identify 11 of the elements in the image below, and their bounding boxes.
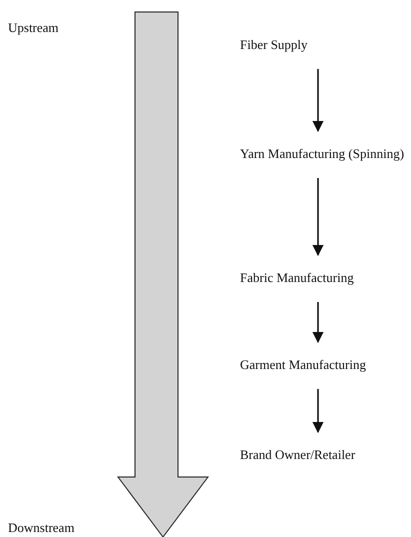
- arrow: [312, 178, 324, 256]
- arrow: [312, 302, 324, 344]
- arrow: [312, 389, 324, 434]
- arrow: [312, 69, 324, 132]
- stage-label: Garment Manufacturing: [240, 356, 405, 373]
- direction-label: Downstream: [8, 520, 74, 536]
- direction-label: Upstream: [8, 20, 59, 36]
- stage-label: Fabric Manufacturing: [240, 269, 405, 286]
- stage-label: Yarn Manufacturing (Spinning): [240, 145, 405, 162]
- stage-label: Fiber Supply: [240, 36, 405, 53]
- stage-label: Brand Owner/Retailer: [240, 446, 405, 463]
